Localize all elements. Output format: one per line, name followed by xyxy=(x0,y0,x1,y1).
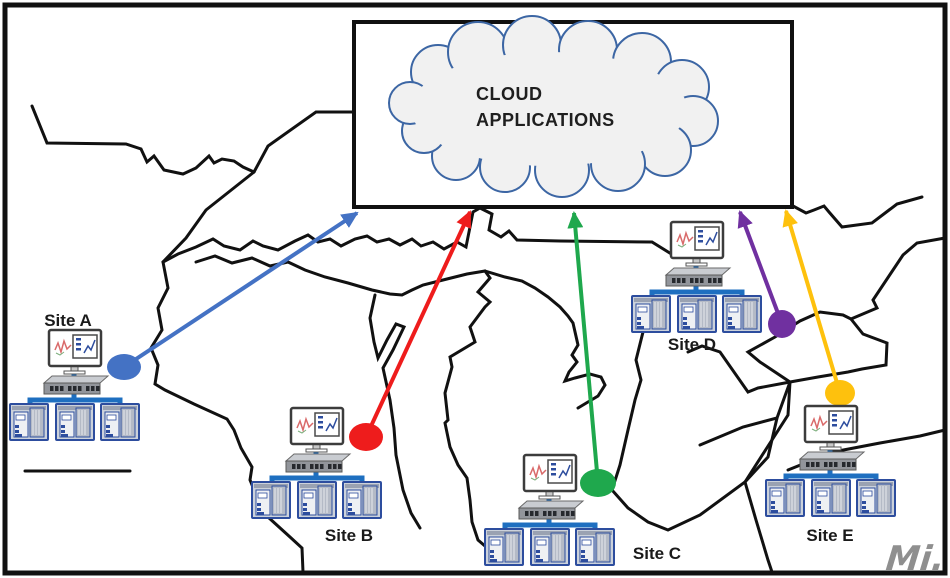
site-c-endpoint-dot xyxy=(580,469,616,497)
map-border-line xyxy=(743,416,779,484)
server-tower-icon xyxy=(722,295,762,333)
network-switch-icon xyxy=(42,375,110,395)
monitor-icon xyxy=(803,404,859,451)
server-tower-icon xyxy=(9,403,49,441)
site-b-cluster xyxy=(251,406,382,519)
site-d-cloud-arrow xyxy=(737,210,784,325)
network-switch-icon xyxy=(664,267,732,287)
site-clusters: Site A Site B Site C Site D Site E xyxy=(9,220,896,566)
server-tower-icon xyxy=(765,479,805,517)
site-a-cluster xyxy=(9,328,140,441)
cloud-applications-box: CLOUD APPLICATIONS xyxy=(352,15,794,209)
map-border-line xyxy=(161,206,675,264)
site-c-cloud-arrow xyxy=(567,211,600,484)
site-to-cloud-arrows xyxy=(107,209,855,497)
server-tower-icon xyxy=(297,481,337,519)
site-a-label: Site A xyxy=(44,311,92,330)
site-e-endpoint-dot xyxy=(825,380,855,406)
map-border-line xyxy=(686,344,792,394)
site-c-cluster xyxy=(484,453,615,566)
map-border-line xyxy=(194,254,487,297)
cloud-title-line2: APPLICATIONS xyxy=(476,110,615,130)
map-border-line xyxy=(610,380,792,532)
site-c-label: Site C xyxy=(633,544,681,563)
map-border-line xyxy=(698,380,792,447)
cloud-icon xyxy=(388,15,719,198)
map-border-line xyxy=(791,195,924,229)
server-tower-icon xyxy=(677,295,717,333)
site-b-endpoint-dot xyxy=(349,423,383,451)
site-d-cluster xyxy=(631,220,762,333)
network-switch-icon xyxy=(517,500,585,520)
map-border-line xyxy=(788,236,947,384)
cloud-title-line1: CLOUD xyxy=(476,84,543,104)
monitor-icon xyxy=(522,453,578,500)
server-tower-icon xyxy=(631,295,671,333)
map-border-line xyxy=(368,293,422,530)
server-tower-icon xyxy=(811,479,851,517)
network-switch-icon xyxy=(798,451,866,471)
server-tower-icon xyxy=(55,403,95,441)
cloud-body xyxy=(411,52,687,166)
server-tower-icon xyxy=(342,481,382,519)
map-outline xyxy=(23,104,947,574)
map-border-line xyxy=(252,110,356,174)
site-a-endpoint-dot xyxy=(107,354,141,380)
site-e-label: Site E xyxy=(806,526,853,545)
server-tower-icon xyxy=(530,528,570,566)
site-d-label: Site D xyxy=(668,335,716,354)
server-tower-icon xyxy=(856,479,896,517)
server-tower-icon xyxy=(100,403,140,441)
map-border-line xyxy=(610,330,645,492)
site-e-cloud-arrow xyxy=(782,209,842,394)
site-a-cloud-arrow xyxy=(122,211,359,369)
map-border-line xyxy=(30,104,256,176)
map-border-line xyxy=(483,269,607,410)
monitor-icon xyxy=(669,220,725,267)
map-border-line xyxy=(443,269,514,559)
server-tower-icon xyxy=(251,481,291,519)
monitor-icon xyxy=(289,406,345,453)
site-d-endpoint-dot xyxy=(768,310,796,338)
server-tower-icon xyxy=(484,528,524,566)
monitor-icon xyxy=(47,328,103,375)
site-e-cluster xyxy=(765,404,896,517)
network-switch-icon xyxy=(284,453,352,473)
site-b-label: Site B xyxy=(325,526,373,545)
map-border-line xyxy=(743,480,774,574)
site-b-cloud-arrow xyxy=(364,210,472,438)
server-tower-icon xyxy=(575,528,615,566)
